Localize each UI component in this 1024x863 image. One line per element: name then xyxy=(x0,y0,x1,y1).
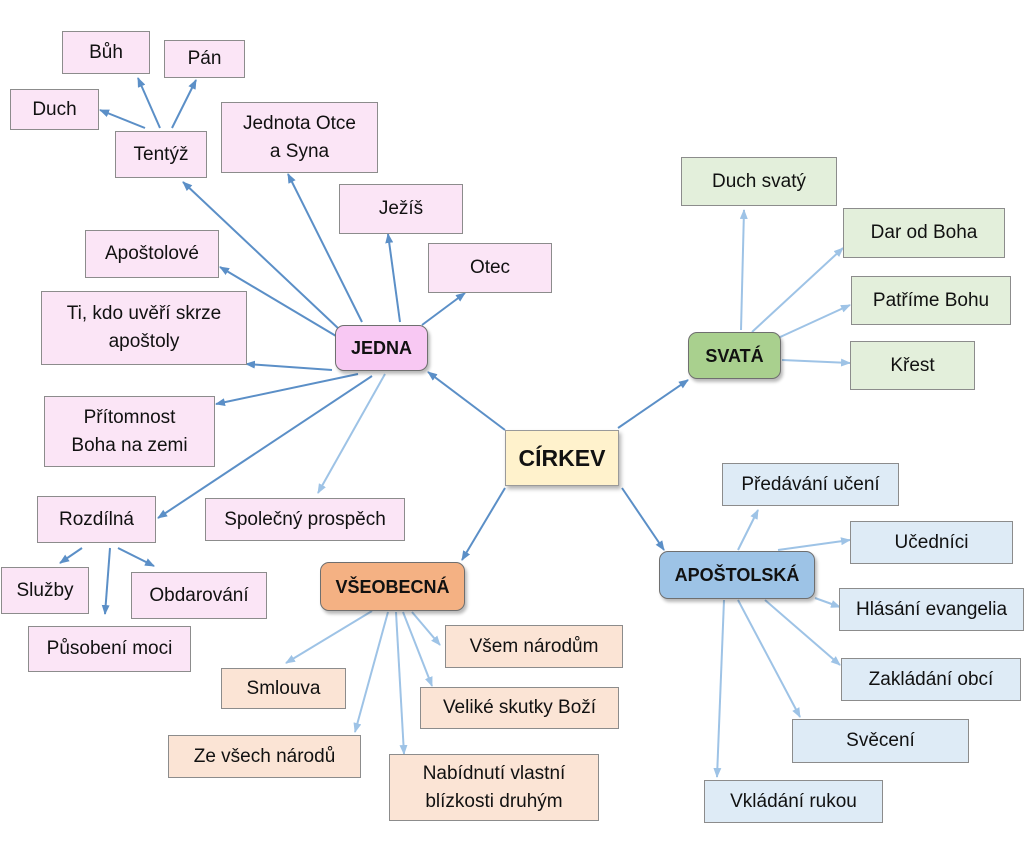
node-pusobeni-moci: Působení moci xyxy=(28,626,191,672)
hub-vseobecna: VŠEOBECNÁ xyxy=(320,562,465,611)
arrow-jedna-tentyz xyxy=(182,181,341,331)
arrow-svata-dar xyxy=(751,247,844,333)
arrow-rozdilna-obdarovani xyxy=(117,547,155,567)
node-obdarovani: Obdarování xyxy=(131,572,267,619)
hub-jedna: JEDNA xyxy=(335,325,428,371)
node-jezis: Ježíš xyxy=(339,184,463,234)
arrow-jedna-ti-kdo xyxy=(245,360,333,371)
arrow-vse-ze-vsech xyxy=(353,611,389,733)
arrow-apo-zakladani xyxy=(764,599,841,666)
node-apostolove: Apoštolové xyxy=(85,230,219,278)
arrow-jedna-rozdilna xyxy=(157,375,373,519)
node-zakladani-obci: Zakládání obcí xyxy=(841,658,1021,701)
arrow-apo-ucednici xyxy=(777,537,851,551)
node-ti-kdo: Ti, kdo uvěří skrze apoštoly xyxy=(41,291,247,365)
node-sveceni: Svěcení xyxy=(792,719,969,763)
node-velike-skutky: Veliké skutky Boží xyxy=(420,687,619,729)
node-patrime-bohu: Patříme Bohu xyxy=(851,276,1011,325)
node-spolecny-prospech: Společný prospěch xyxy=(205,498,405,541)
node-duch: Duch xyxy=(10,89,99,130)
node-dar-od-boha: Dar od Boha xyxy=(843,208,1005,258)
arrow-jedna-spolecny xyxy=(317,373,386,494)
arrow-rozdilna-sluzby xyxy=(59,547,83,564)
node-smlouva: Smlouva xyxy=(221,668,346,709)
arrow-apo-sveceni xyxy=(737,599,801,718)
node-predavani-uceni: Předávání učení xyxy=(722,463,899,506)
arrow-center-vseobecna xyxy=(461,487,506,561)
node-pritomnost: Přítomnost Boha na zemi xyxy=(44,396,215,467)
node-ucednici: Učedníci xyxy=(850,521,1013,564)
arrow-rozdilna-pusobeni xyxy=(101,547,111,615)
arrow-svata-patrime xyxy=(777,304,851,339)
arrow-svata-duch-svaty xyxy=(739,209,748,331)
node-pan: Pán xyxy=(164,40,245,78)
arrow-tentyz-buh xyxy=(137,77,161,129)
arrow-center-jedna xyxy=(427,371,506,431)
node-krest: Křest xyxy=(850,341,975,390)
node-nabidnuti: Nabídnutí vlastní blízkosti druhým xyxy=(389,754,599,821)
arrow-vse-skutky xyxy=(402,611,433,687)
node-duch-svaty: Duch svatý xyxy=(681,157,837,206)
arrow-svata-krest xyxy=(781,358,851,367)
arrow-apo-hlasani xyxy=(814,597,841,608)
node-jednota: Jednota Otce a Syna xyxy=(221,102,378,173)
node-tentyz: Tentýž xyxy=(115,131,207,178)
arrow-jedna-pritomnost xyxy=(215,373,359,407)
arrow-center-apostolska xyxy=(621,487,665,551)
arrow-vse-nabidnuti xyxy=(395,611,408,755)
arrow-vse-smlouva xyxy=(285,610,373,664)
arrow-vse-vsem xyxy=(411,611,441,646)
arrow-jedna-jezis xyxy=(385,233,401,323)
arrow-tentyz-pan xyxy=(171,79,197,129)
node-sluzby: Služby xyxy=(1,567,89,614)
arrow-tentyz-duch xyxy=(99,109,146,129)
hub-apostolska: APOŠTOLSKÁ xyxy=(659,551,815,599)
node-rozdilna: Rozdílná xyxy=(37,496,156,543)
node-otec: Otec xyxy=(428,243,552,293)
arrow-apo-predavani xyxy=(737,509,759,551)
arrow-apo-vkladani xyxy=(713,599,725,778)
node-vsem-narodum: Všem národům xyxy=(445,625,623,668)
node-ze-vsech-narodu: Ze všech národů xyxy=(168,735,361,778)
arrow-jedna-apostolove xyxy=(219,266,337,337)
arrow-center-svata xyxy=(617,379,689,429)
arrow-jedna-otec xyxy=(421,292,466,326)
hub-svata: SVATÁ xyxy=(688,332,781,379)
center-node-cirkev: CÍRKEV xyxy=(505,430,619,486)
node-hlasani-evangelia: Hlásání evangelia xyxy=(839,588,1024,631)
arrow-jedna-jednota xyxy=(287,173,363,323)
node-vkladani-rukou: Vkládání rukou xyxy=(704,780,883,823)
node-buh: Bůh xyxy=(62,31,150,74)
